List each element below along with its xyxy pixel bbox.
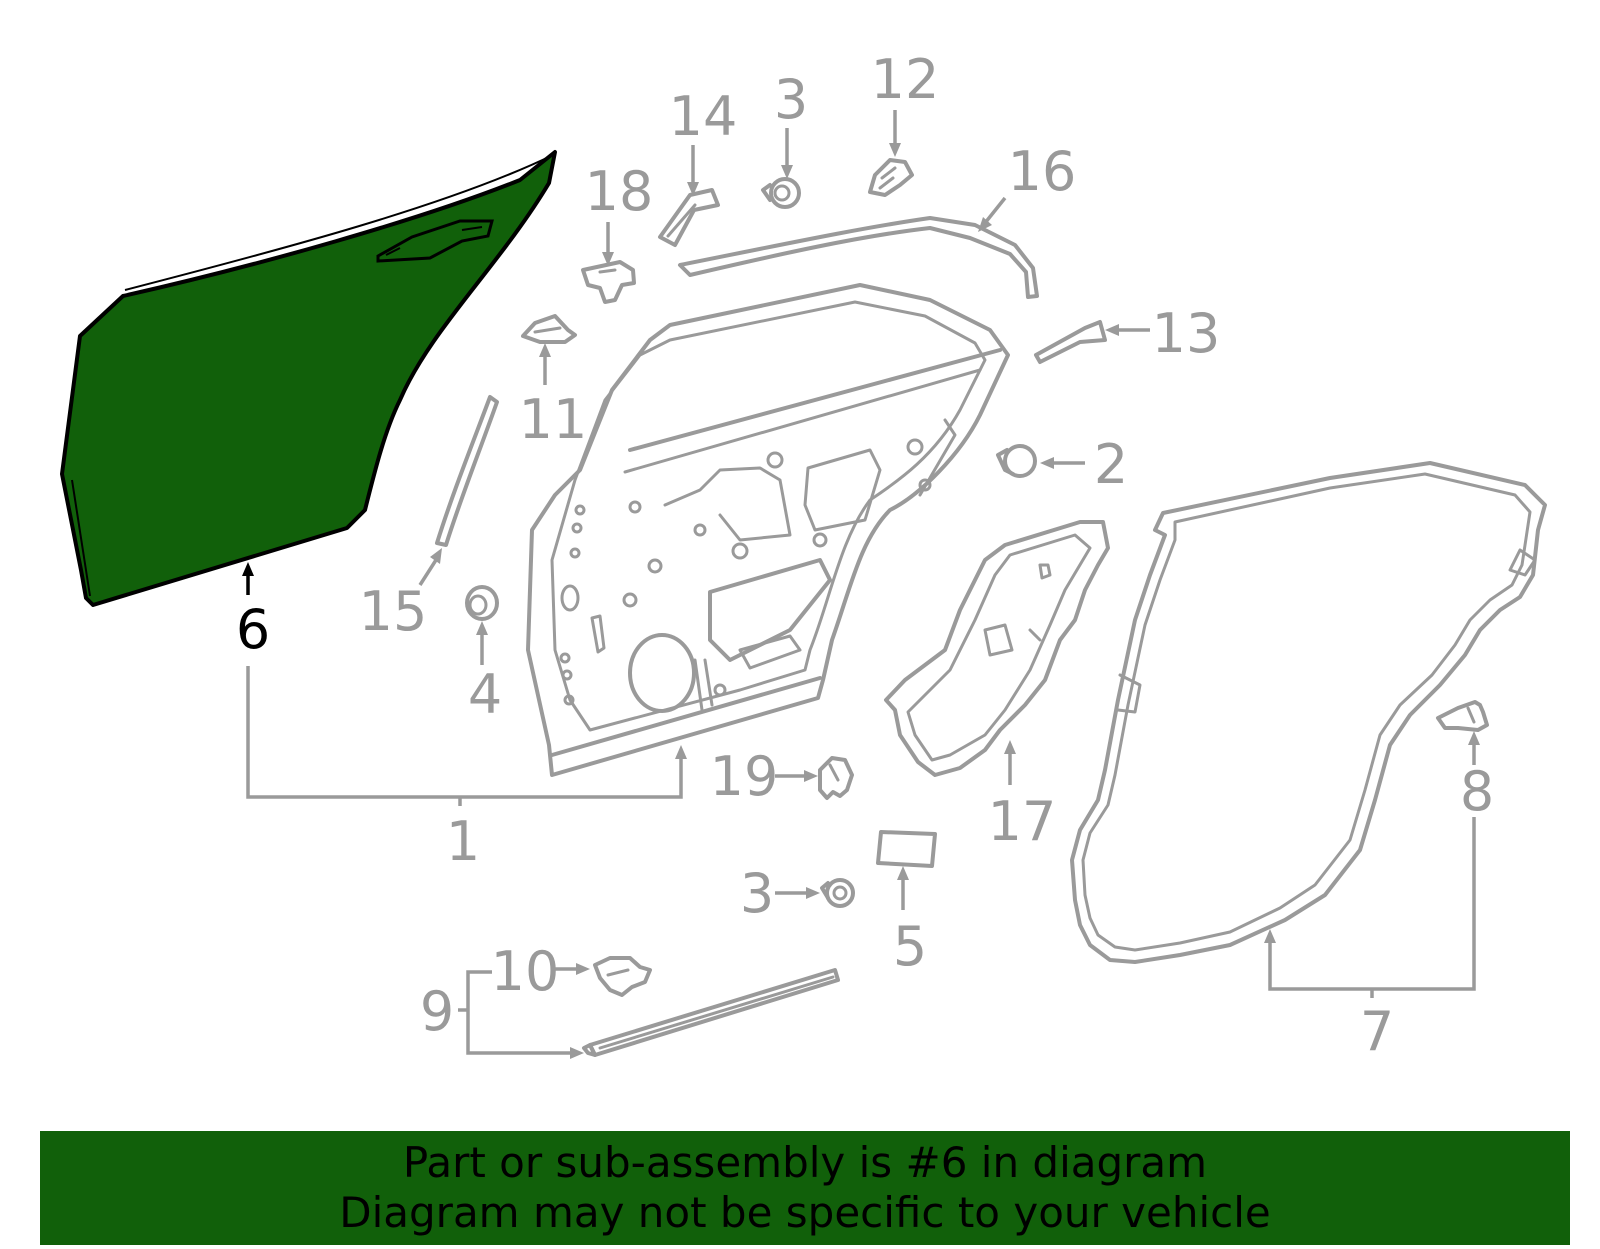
part-14-bracket[interactable]: [658, 188, 720, 247]
info-banner: Part or sub-assembly is #6 in diagram Di…: [40, 1131, 1570, 1245]
callout-6: 6: [236, 598, 270, 661]
part-8-clip[interactable]: [1436, 700, 1489, 732]
part-7-weatherstrip[interactable]: [1070, 461, 1547, 964]
callout-7: 7: [1360, 1000, 1394, 1063]
callout-10: 10: [491, 940, 560, 1003]
callout-16: 16: [1008, 140, 1077, 203]
part-12-clip[interactable]: [868, 158, 914, 197]
leader-lines: [242, 110, 1480, 1059]
part-16-window-channel[interactable]: [678, 216, 1039, 299]
callout-1: 1: [446, 810, 480, 873]
part-9-belt-moulding[interactable]: [582, 968, 840, 1057]
callout-11: 11: [519, 388, 588, 451]
part-1-door-shell[interactable]: [526, 283, 1010, 777]
callout-13: 13: [1152, 302, 1221, 365]
callout-3-top: 3: [774, 68, 808, 131]
callout-4: 4: [468, 663, 502, 726]
part-6-door-outer-panel[interactable]: [60, 150, 557, 607]
part-10-bracket[interactable]: [593, 956, 652, 997]
callout-2: 2: [1094, 433, 1128, 496]
part-13-garnish[interactable]: [1034, 320, 1107, 364]
banner-line-1: Part or sub-assembly is #6 in diagram: [402, 1138, 1208, 1187]
part-18-hinge-bracket[interactable]: [581, 260, 636, 304]
callout-14: 14: [669, 85, 738, 148]
callout-12: 12: [871, 48, 940, 111]
part-5-pad[interactable]: [876, 830, 937, 868]
part-17-module-panel[interactable]: [884, 520, 1110, 777]
callout-17: 17: [988, 790, 1057, 853]
banner-line-2: Diagram may not be specific to your vehi…: [339, 1188, 1271, 1237]
part-3-grommet-top[interactable]: [761, 177, 801, 209]
callout-15: 15: [359, 580, 428, 643]
callout-8: 8: [1460, 760, 1494, 823]
part-15-strip[interactable]: [435, 395, 499, 547]
part-19-clip[interactable]: [818, 756, 854, 800]
callout-18: 18: [585, 160, 654, 223]
part-2-grommet[interactable]: [996, 444, 1037, 478]
part-4-plug[interactable]: [465, 585, 499, 621]
callout-19: 19: [710, 745, 779, 808]
callout-5: 5: [893, 915, 927, 978]
callout-9: 9: [420, 980, 454, 1043]
parts-diagram: 6 1 14 3 12 16 18 11 13 2 15 4 17 19 5 3…: [60, 48, 1547, 1063]
callout-3-bottom: 3: [740, 862, 774, 925]
part-11-clip[interactable]: [521, 314, 577, 344]
part-3-grommet-bottom[interactable]: [820, 878, 855, 908]
